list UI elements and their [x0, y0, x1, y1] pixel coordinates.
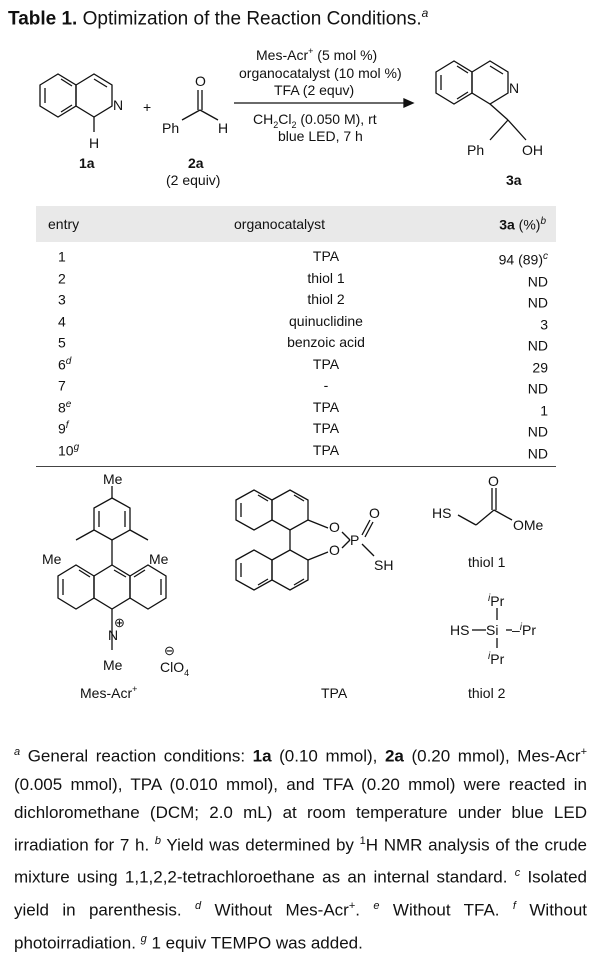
atom-n-3a: N: [509, 80, 519, 96]
entry-cell: 5: [58, 334, 66, 351]
thiol2-ipr-bottom: iPr: [488, 651, 505, 667]
mes-acr-label: Mes-Acr+: [80, 684, 137, 701]
table-divider: [36, 466, 556, 467]
thiol2-ipr-right: –iPr: [512, 622, 536, 638]
table-row: 10g TPA ND: [36, 442, 556, 464]
catalyst-cell: TPA: [312, 398, 340, 415]
entry-cell: 1: [58, 248, 66, 265]
yield-cell: ND: [527, 294, 548, 311]
entry-cell: 8e: [58, 398, 72, 416]
compound-2a-equiv: (2 equiv): [166, 172, 220, 188]
catalyst-cell: -: [323, 377, 329, 393]
compound-1a-label: 1a: [79, 155, 95, 171]
plus-sign: +: [143, 99, 151, 115]
yield-cell: 3: [540, 316, 548, 333]
condition-solvent: CH2Cl2 (0.050 M), rt: [253, 111, 377, 130]
perchlorate: ClO4: [160, 659, 189, 678]
yield-cell: ND: [527, 423, 548, 440]
catalyst-cell: TPA: [312, 248, 340, 264]
entry-cell: 7: [58, 377, 66, 394]
tpa-o-bottom: O: [329, 542, 340, 558]
yield-cell: ND: [527, 337, 548, 354]
tpa-o-top: O: [329, 519, 340, 535]
table-row: 5 benzoic acid ND: [36, 334, 556, 356]
header-yield: 3a (%)b: [499, 216, 546, 233]
atom-oh: OH: [522, 142, 543, 158]
table-row: 8e TPA 1: [36, 399, 556, 421]
tpa-sh: SH: [374, 557, 393, 573]
entry-cell: 3: [58, 291, 66, 308]
condition-light: blue LED, 7 h: [278, 128, 363, 144]
n-methyl: Me: [103, 657, 123, 673]
tpa-o-double: O: [369, 505, 380, 521]
entry-cell: 2: [58, 270, 66, 287]
entry-cell: 6d: [58, 355, 72, 373]
yield-cell: ND: [527, 445, 548, 462]
catalyst-cell: benzoic acid: [287, 334, 365, 350]
thiol1-hs: HS: [432, 505, 451, 521]
me-left: Me: [42, 551, 62, 567]
catalyst-cell: TPA: [312, 420, 340, 436]
yield-cell: 94 (89)c: [498, 251, 548, 268]
plus-charge: ⊕: [114, 615, 125, 630]
title-footnote-mark: a: [421, 6, 429, 20]
table-row: 7 - ND: [36, 377, 556, 399]
thiol2-label: thiol 2: [468, 685, 506, 701]
table-row: 1 TPA 94 (89)c: [36, 248, 556, 270]
tpa-label: TPA: [321, 685, 348, 701]
condition-organocatalyst: organocatalyst (10 mol %): [239, 65, 402, 81]
entry-cell: 9f: [58, 420, 69, 437]
atom-o: O: [195, 73, 206, 89]
thiol2-ipr-top: iPr: [488, 593, 505, 609]
atom-n: N: [113, 97, 123, 113]
table-row: 2 thiol 1 ND: [36, 270, 556, 292]
catalyst-cell: TPA: [312, 441, 340, 458]
me-top: Me: [103, 471, 123, 487]
catalyst-cell: quinuclidine: [289, 312, 363, 329]
reaction-scheme: N H + O Ph H N Ph OH 1a 2a (2 equiv) 3a …: [39, 46, 543, 188]
table-label: Table 1.: [8, 8, 78, 30]
header-entry: entry: [48, 216, 80, 232]
table-title: Table 1. Optimization of the Reaction Co…: [8, 6, 428, 30]
acridinium-n: N: [108, 627, 118, 643]
table-row: 4 quinuclidine 3: [36, 313, 556, 335]
header-organocatalyst: organocatalyst: [234, 216, 326, 232]
table-footnotes: a General reaction conditions: 1a (0.10 …: [14, 746, 588, 953]
atom-ph: Ph: [162, 120, 179, 136]
condition-tfa: TFA (2 equv): [274, 82, 354, 98]
table-row: 9f TPA ND: [36, 420, 556, 442]
thiol2-hs: HS: [450, 622, 469, 638]
thiol1-ome: OMe: [513, 517, 544, 533]
catalyst-cell: thiol 2: [307, 291, 345, 307]
table-row: 6d TPA 29: [36, 356, 556, 378]
yield-cell: 29: [532, 359, 548, 376]
entry-cell: 4: [58, 313, 66, 330]
compound-2a-label: 2a: [188, 155, 204, 171]
thiol1-o: O: [488, 473, 499, 489]
condition-catalyst: Mes-Acr+ (5 mol %): [256, 46, 377, 63]
tpa-p: P: [350, 532, 359, 548]
yield-cell: ND: [527, 380, 548, 397]
entry-cell: 10g: [58, 441, 80, 459]
thiol2-si: Si: [486, 622, 498, 638]
yield-cell: ND: [527, 273, 548, 290]
atom-h-2a: H: [218, 120, 228, 136]
minus-charge: ⊖: [164, 643, 175, 658]
me-right: Me: [149, 551, 169, 567]
catalyst-cell: TPA: [312, 355, 340, 372]
catalyst-structures: Me Me Me N ⊕ Me ⊖ ClO4 Mes-Acr+ O O P O …: [42, 471, 544, 701]
table-title-text: Optimization of the Reaction Conditions.: [82, 8, 422, 30]
yield-cell: 1: [540, 402, 548, 419]
atom-ph-3a: Ph: [467, 142, 484, 158]
thiol1-label: thiol 1: [468, 554, 506, 570]
compound-3a-label: 3a: [506, 172, 522, 188]
catalyst-cell: thiol 1: [307, 269, 345, 286]
table-header: entry organocatalyst 3a (%)b: [36, 206, 556, 242]
table-row: 3 thiol 2 ND: [36, 291, 556, 313]
atom-h: H: [89, 135, 99, 151]
